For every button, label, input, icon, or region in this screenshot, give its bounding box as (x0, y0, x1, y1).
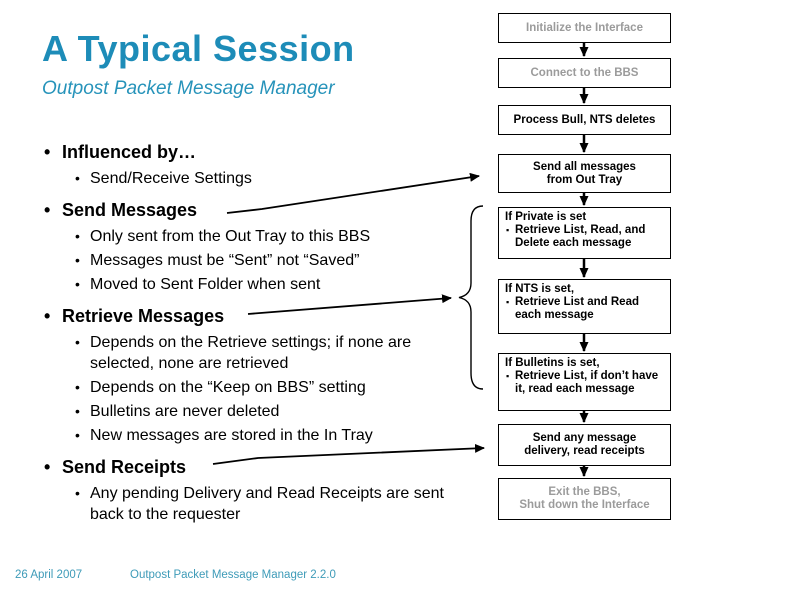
flow-box-condition-title: If Bulletins is set, (505, 357, 600, 369)
footer-app-version: Outpost Packet Message Manager 2.2.0 (130, 569, 336, 581)
bullet-list: Influenced by… Send/Receive Settings Sen… (42, 131, 482, 528)
bullet-moved-to-sent-folder: Moved to Sent Folder when sent (72, 274, 462, 295)
flow-box-label: Shut down the Interface (519, 499, 650, 511)
flow-box-send-any-receipts: Send any message delivery, read receipts (498, 424, 671, 466)
flow-box-send-all-messages: Send all messages from Out Tray (498, 154, 671, 193)
flow-box-if-bulletins: If Bulletins is set, Retrieve List, if d… (498, 353, 671, 411)
flow-box-label: Send all messages (533, 160, 636, 173)
bullet-retrieve-messages: Retrieve Messages (42, 305, 482, 327)
flow-box-exit-bbs: Exit the BBS, Shut down the Interface (498, 478, 671, 520)
bullet-influenced-by: Influenced by… (42, 141, 482, 163)
flow-box-condition-item: Retrieve List, if don’t have it, read ea… (505, 370, 667, 396)
flow-box-if-private: If Private is set Retrieve List, Read, a… (498, 207, 671, 259)
bullet-bulletins-never-deleted: Bulletins are never deleted (72, 401, 462, 422)
flow-box-label: Initialize the Interface (526, 21, 643, 34)
flow-box-if-nts: If NTS is set, Retrieve List and Read ea… (498, 279, 671, 334)
bullet-depends-retrieve-settings: Depends on the Retrieve settings; if non… (72, 332, 462, 374)
flow-box-condition-title: If NTS is set, (505, 283, 575, 295)
bullet-pending-receipts: Any pending Delivery and Read Receipts a… (72, 483, 462, 525)
flow-box-initialize-interface: Initialize the Interface (498, 13, 671, 43)
bullet-send-receive-settings: Send/Receive Settings (72, 168, 462, 189)
bullet-new-messages-in-tray: New messages are stored in the In Tray (72, 425, 462, 446)
bullet-only-sent: Only sent from the Out Tray to this BBS (72, 226, 462, 247)
bullet-send-messages: Send Messages (42, 199, 482, 221)
flow-box-process-bull-nts: Process Bull, NTS deletes (498, 105, 671, 135)
bullet-depends-keep-on-bbs: Depends on the “Keep on BBS” setting (72, 377, 462, 398)
page-title: A Typical Session (42, 28, 355, 69)
flow-box-label: Process Bull, NTS deletes (513, 113, 656, 126)
bullet-send-receipts: Send Receipts (42, 456, 482, 478)
flow-box-label: Exit the BBS, (548, 486, 621, 498)
page-subtitle: Outpost Packet Message Manager (42, 78, 335, 99)
bullet-must-be-sent: Messages must be “Sent” not “Saved” (72, 250, 462, 271)
flow-box-label: Connect to the BBS (530, 66, 639, 79)
flow-box-condition-title: If Private is set (505, 211, 587, 223)
flow-box-condition-item: Retrieve List, Read, and Delete each mes… (505, 224, 667, 250)
flow-box-label: from Out Tray (546, 173, 623, 186)
flow-box-label: delivery, read receipts (524, 445, 645, 457)
flow-box-connect-bbs: Connect to the BBS (498, 58, 671, 88)
flow-box-condition-item: Retrieve List and Read each message (505, 296, 667, 322)
footer-date: 26 April 2007 (15, 569, 83, 581)
flow-box-label: Send any message (532, 432, 637, 444)
